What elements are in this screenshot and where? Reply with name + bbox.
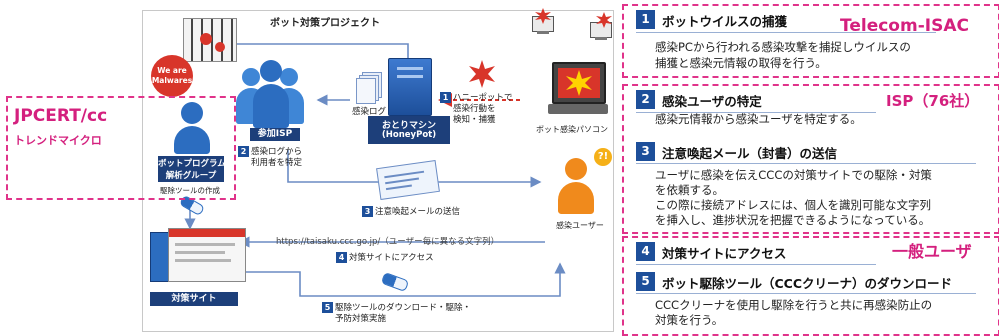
step1-line3: 検知・捕獲 [453, 115, 496, 125]
small-pc-icon-left [532, 16, 556, 36]
step4-num: 4 [336, 252, 347, 263]
trend-label: トレンドマイクロ [14, 134, 102, 147]
right-step1-title: ボットウイルスの捕獲 [662, 14, 788, 29]
step1-line2: 感染行動を [453, 104, 496, 114]
step3-line1: 注意喚起メールの送信 [375, 207, 461, 217]
step1-line1: ハニーポットで [453, 93, 513, 103]
right-step1-num: 1 [636, 10, 655, 29]
isp-people-icon [236, 60, 316, 140]
infected-user-icon [556, 158, 596, 214]
infected-pc-icon [548, 62, 608, 118]
site-label: 対策サイト [150, 292, 238, 306]
telecom-label: Telecom-ISAC [840, 16, 969, 36]
right-step2-num: 2 [636, 90, 655, 109]
infected-user-label: 感染ユーザー [556, 221, 604, 230]
right-step5-title: ボット駆除ツール（CCCクリーナ）のダウンロード [662, 276, 953, 291]
right-step2-desc1: 感染元情報から感染ユーザを特定する。 [655, 112, 862, 126]
arrow-honeypot-to-analysis [204, 43, 409, 62]
bot-group-line1: ボットプログラム [158, 159, 226, 169]
small-burst-icon-left [535, 8, 551, 24]
infected-pc-label: ボット感染パソコン [536, 125, 608, 134]
malware-badge: We are Malwares [151, 55, 193, 97]
site-screens-icon [150, 228, 250, 284]
honeypot-label: おとりマシン (HoneyPot) [368, 116, 450, 144]
jpcert-region [6, 96, 236, 200]
right-step4-rule [636, 264, 876, 265]
right-step3-desc2: を依頼する。 [655, 183, 724, 197]
attack-burst-icon [469, 60, 495, 88]
right-step3-desc4: を挿入し、進捗状況を把握できるようになっている。 [655, 213, 931, 227]
right-step2-rule [636, 112, 876, 113]
right-step1-desc1: 感染PCから行われる感染攻撃を捕捉しウイルスの [655, 40, 911, 54]
right-step1-desc2: 捕獲と感染元情報の取得を行う。 [655, 56, 827, 70]
right-step3-rule [636, 163, 976, 164]
question-badge-icon: ?! [594, 148, 612, 166]
right-step3-desc1: ユーザに感染を伝えCCCの対策サイトでの駆除・対策 [655, 168, 932, 182]
right-step5-desc1: CCCクリーナを使用し駆除を行うと共に再感染防止の [655, 298, 933, 312]
tool-creation-label: 駆除ツールの作成 [160, 186, 220, 195]
right-step3-desc3: この際に接続アドレスには、個人を識別可能な文字列 [655, 198, 931, 212]
right-step5-rule [636, 293, 976, 294]
arrow-mail [287, 150, 542, 188]
right-step3-num: 3 [636, 142, 655, 161]
log-document-icon [356, 72, 382, 104]
step5-line2: 予防対策実施 [335, 314, 387, 324]
arrow-download [240, 262, 566, 297]
step1-num: 1 [440, 92, 451, 103]
analysis-group-label: ボットプログラム 解析グループ [158, 156, 226, 182]
step5-line1: 駆除ツールのダウンロード・駆除・ [335, 303, 472, 313]
isp-org-label: ISP（76社） [886, 92, 980, 110]
step2-num: 2 [238, 146, 249, 157]
honeypot-line1: おとりマシン [381, 121, 436, 131]
step4-line1: 対策サイトにアクセス [349, 253, 434, 263]
analysis-group-person-icon [170, 102, 214, 154]
url-text: https://taisaku.ccc.go.jp/（ユーザー毎に異なる文字列） [276, 237, 500, 247]
bot-group-line2: 解析グループ [165, 171, 217, 181]
isp-label: 参加ISP [250, 128, 300, 141]
step2-line2: 利用者を特定 [251, 158, 303, 168]
right-step2-title: 感染ユーザの特定 [662, 94, 762, 109]
right-step4-title: 対策サイトにアクセス [662, 246, 787, 261]
right-step4-num: 4 [636, 242, 655, 261]
step3-num: 3 [362, 206, 373, 217]
step2-line1: 感染ログから [251, 147, 303, 157]
malware-cage [183, 18, 237, 62]
honeypot-line2: (HoneyPot) [381, 130, 437, 140]
right-step3-title: 注意喚起メール（封書）の送信 [662, 146, 838, 161]
panel-title: ボット対策プロジェクト [270, 18, 380, 29]
small-burst-icon-right [596, 12, 612, 28]
right-step5-desc2: 対策を行う。 [655, 313, 724, 327]
infection-log-label: 感染ログ [352, 107, 387, 117]
jpcert-label: JPCERT/cc [14, 106, 108, 126]
right-step1-rule [636, 32, 936, 33]
right-step5-num: 5 [636, 272, 655, 291]
general-user-label: 一般ユーザ [892, 242, 972, 261]
honeypot-server-icon [388, 58, 432, 116]
step5-num: 5 [322, 302, 333, 313]
